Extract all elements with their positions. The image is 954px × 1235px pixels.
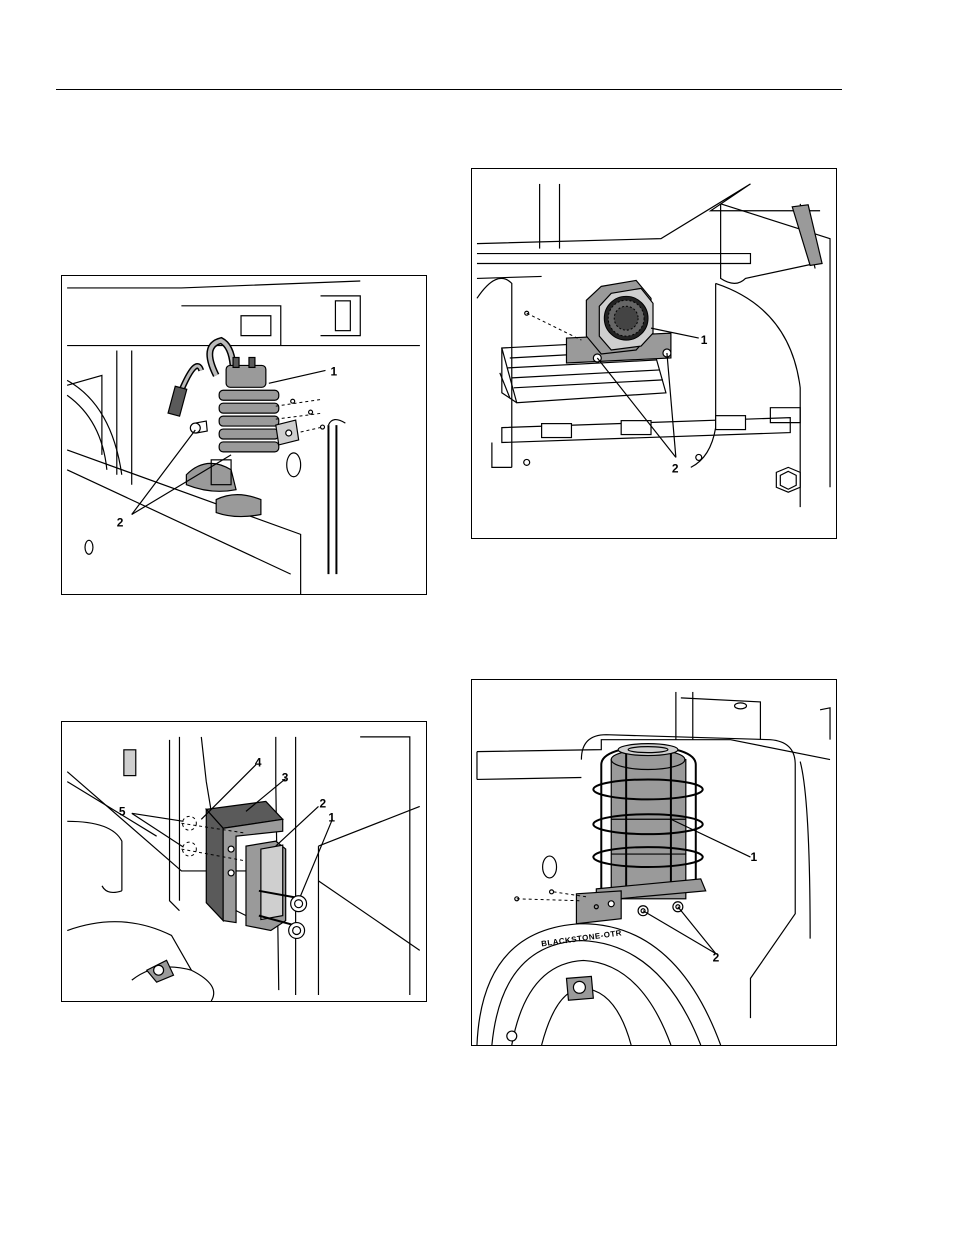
callout-2: 2 (117, 515, 124, 529)
callout-1: 1 (330, 364, 337, 378)
callout-2: 2 (319, 796, 326, 810)
figure-1-illustration: 1 2 (62, 276, 426, 594)
heat-sink (219, 390, 299, 452)
figure-4-illustration: BLACKSTONE-OTR 1 2 (472, 680, 836, 1045)
header-rule (56, 89, 842, 90)
figure-2-illustration: 1 2 (472, 169, 836, 538)
blower-wheel: BLACKSTONE-OTR (477, 924, 721, 1045)
figure-1: 1 2 (61, 275, 427, 595)
callout-2: 2 (672, 461, 679, 475)
figure-4: BLACKSTONE-OTR 1 2 (471, 679, 837, 1046)
callout-5: 5 (119, 804, 126, 818)
callout-2: 2 (713, 950, 720, 964)
callout-1: 1 (701, 333, 708, 347)
beacon-light (611, 750, 686, 899)
figure-3: 4 3 2 1 5 (61, 721, 427, 1002)
backup-alarm (566, 280, 670, 363)
callout-4: 4 (255, 756, 262, 770)
figure-3-illustration: 4 3 2 1 5 (62, 722, 426, 1001)
figure-2: 1 2 (471, 168, 837, 539)
callout-3: 3 (282, 771, 289, 785)
callout-1: 1 (750, 850, 757, 864)
callout-1: 1 (328, 810, 335, 824)
